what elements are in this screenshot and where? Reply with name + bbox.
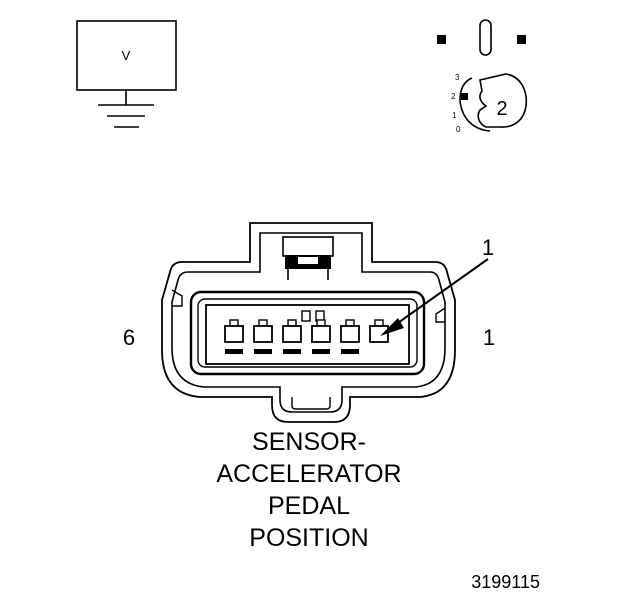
latch-slot bbox=[298, 257, 318, 264]
key-position-0: 0 bbox=[456, 125, 461, 134]
component-caption: SENSOR- ACCELERATOR PEDAL POSITION bbox=[216, 428, 401, 552]
key-position-1: 1 bbox=[452, 111, 457, 120]
terminal-pin-1-cavity bbox=[369, 325, 389, 343]
caption-line-3: PEDAL bbox=[268, 492, 350, 520]
terminal-pin-6 bbox=[224, 319, 244, 354]
terminal-block bbox=[205, 304, 410, 365]
voltmeter-label: V bbox=[122, 48, 131, 63]
terminal-pin-6-seal bbox=[225, 349, 243, 354]
terminal-pin-3-seal bbox=[312, 349, 330, 354]
right-rib bbox=[435, 307, 446, 323]
callout-label: 1 bbox=[482, 235, 494, 260]
caption-line-4: POSITION bbox=[249, 524, 368, 552]
key-slot-center bbox=[479, 19, 492, 56]
polarization-key-1 bbox=[301, 310, 311, 322]
terminal-pin-5-cavity bbox=[253, 325, 273, 343]
ignition-key-icon: 3 2 1 0 2 bbox=[437, 19, 528, 134]
terminal-pin-4 bbox=[282, 319, 302, 354]
cavity-frame-outer bbox=[189, 290, 426, 376]
terminal-pin-6-cavity bbox=[224, 325, 244, 343]
key-position-2: 2 bbox=[451, 92, 456, 101]
pin-1-callout: 1 bbox=[380, 235, 494, 336]
housing-inner bbox=[171, 232, 446, 413]
key-slot-right bbox=[517, 35, 526, 44]
key-position-marker bbox=[461, 93, 468, 100]
terminal-pin-3 bbox=[311, 319, 331, 354]
figure-id: 3199115 bbox=[471, 572, 540, 592]
callout-arrow-line bbox=[387, 258, 489, 331]
key-barrel-arc bbox=[459, 77, 491, 132]
key-position-3: 3 bbox=[455, 73, 460, 82]
terminal-pin-2-cavity bbox=[340, 325, 360, 343]
callout-arrow-head bbox=[380, 318, 404, 336]
key-head bbox=[477, 73, 528, 128]
terminal-pin-2 bbox=[340, 319, 360, 354]
connector-housing bbox=[161, 222, 456, 423]
bottom-key-notch bbox=[291, 397, 331, 410]
terminal-pin-4-seal bbox=[283, 349, 301, 354]
terminal-pins bbox=[224, 319, 389, 354]
cavity-frame-inner bbox=[197, 298, 418, 368]
latch-body bbox=[282, 236, 334, 257]
connector-latch bbox=[282, 236, 334, 280]
key-slot-left bbox=[437, 35, 446, 44]
terminal-pin-5-seal bbox=[254, 349, 272, 354]
pin-1-label: 1 bbox=[483, 325, 495, 350]
terminal-pin-3-cavity bbox=[311, 325, 331, 343]
terminal-pin-4-cavity bbox=[282, 325, 302, 343]
terminal-pin-2-seal bbox=[341, 349, 359, 354]
voltmeter-symbol: V bbox=[76, 20, 177, 128]
caption-line-2: ACCELERATOR bbox=[216, 460, 401, 488]
key-selected-position: 2 bbox=[496, 98, 507, 120]
pin-6-label: 6 bbox=[123, 325, 135, 350]
left-rib bbox=[171, 289, 183, 307]
housing-outer bbox=[161, 222, 456, 423]
terminal-pin-5 bbox=[253, 319, 273, 354]
terminal-pin-1 bbox=[369, 319, 389, 343]
caption-line-1: SENSOR- bbox=[252, 428, 366, 456]
